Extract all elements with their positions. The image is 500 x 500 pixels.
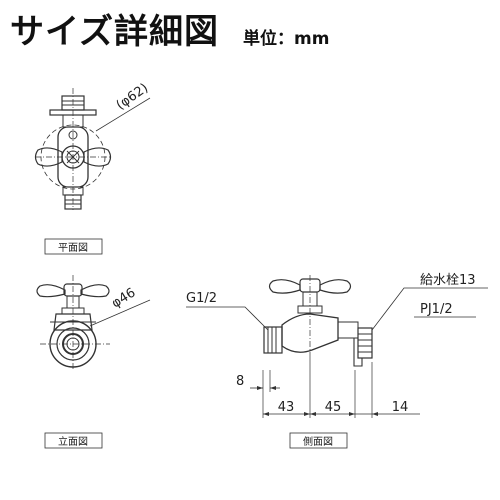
plan-view-label: 平面図: [58, 242, 88, 254]
page-title: サイズ詳細図: [10, 12, 219, 52]
side-view: G1/2 給水栓13 PJ1/2 8 43 45 14 側面図: [186, 273, 488, 449]
inlet-thread-label: G1/2: [186, 291, 217, 306]
dim-45-label: 45: [325, 400, 342, 415]
dim-43-label: 43: [278, 400, 295, 415]
unit-label: 単位：mm: [243, 29, 330, 49]
outlet-name-label: 給水栓13: [420, 273, 476, 288]
dim-14-label: 14: [392, 400, 409, 415]
front-view: φ46 立面図: [36, 275, 151, 449]
dim-8-label: 8: [236, 374, 244, 389]
outlet-thread-label: PJ1/2: [420, 302, 453, 317]
plan-view: (φ62) 平面図: [34, 81, 151, 255]
side-view-label: 側面図: [303, 435, 333, 448]
front-view-label: 立面図: [58, 435, 88, 448]
front-diameter-label: φ46: [109, 285, 138, 311]
